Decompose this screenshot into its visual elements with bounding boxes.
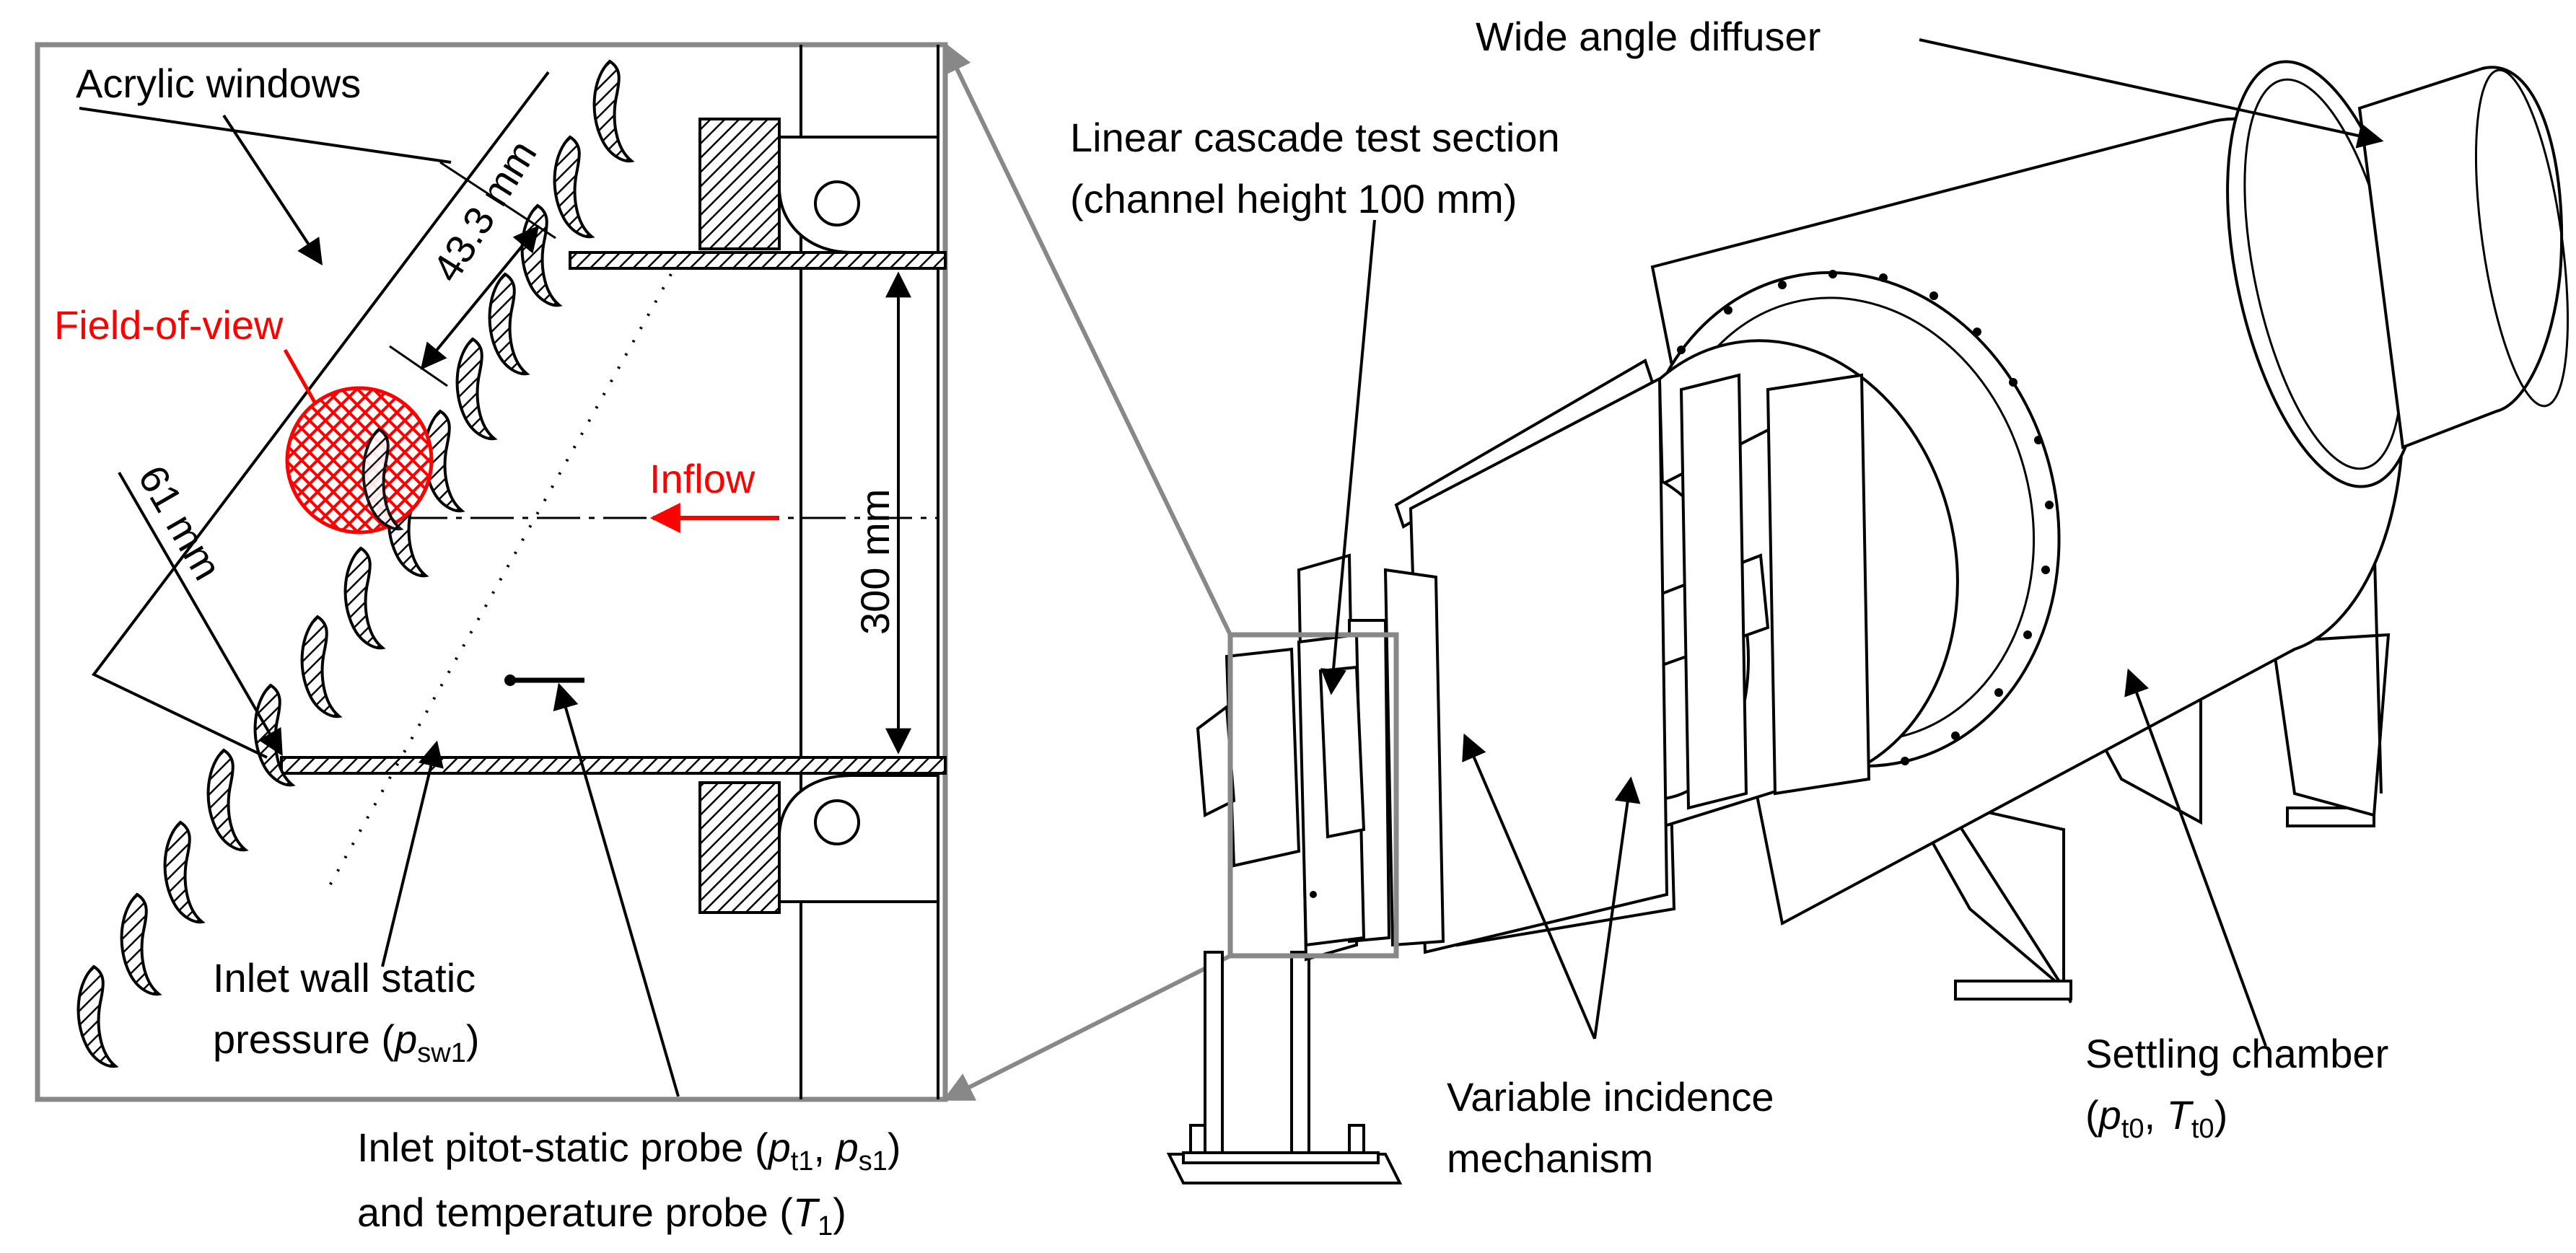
dim-300-label: 300 mm [852, 489, 898, 635]
inflow-label: Inflow [649, 456, 755, 501]
cascade-test-section [1196, 553, 1445, 962]
lower-wall [280, 756, 947, 775]
upper-flange-block [698, 118, 781, 250]
lower-pin [814, 799, 860, 845]
lower-bearing [778, 774, 939, 903]
cascade-label-line1: Linear cascade test section [1070, 115, 1560, 160]
probe-label-line1: Inlet pitot-static probe (pt1, ps1) [357, 1125, 901, 1177]
wall-static-leader [381, 740, 444, 967]
dim-43-line [420, 225, 540, 370]
field-of-view-circle [285, 386, 434, 535]
lower-flange-block [698, 781, 781, 914]
test-section-highlight [1227, 632, 1399, 959]
vim-label-line2: mechanism [1447, 1135, 1653, 1181]
wide-angle-diffuser [2357, 66, 2564, 449]
vim-leader-2 [1593, 776, 1641, 1039]
dim-61-line [118, 472, 283, 757]
field-of-view-label: Field-of-view [54, 302, 284, 348]
cascade-detail-inset: 300 mm Inflow Acrylic w [35, 42, 948, 1102]
diffuser-leader [1919, 38, 2384, 149]
wide-angle-diffuser-label: Wide angle diffuser [1476, 14, 1821, 59]
settling-leader [2124, 668, 2267, 1047]
connector-upper [943, 42, 1232, 636]
connector-lower [942, 954, 1232, 1102]
probe-leader [553, 682, 680, 1097]
upper-wall [569, 251, 947, 270]
cascade-leader [1320, 219, 1376, 695]
stacked-plate-2 [1409, 376, 1669, 954]
upper-pin [814, 180, 860, 227]
wall-static-label-line1: Inlet wall static [213, 955, 476, 1001]
cascade-label-line2: (channel height 100 mm) [1070, 176, 1517, 221]
pitot-probe-tip [504, 674, 516, 686]
acrylic-window-upper-edge [79, 107, 452, 164]
upper-bearing [778, 136, 939, 254]
wall-tap-line [323, 273, 673, 895]
settling-label-line1: Settling chamber [2085, 1031, 2388, 1076]
acrylic-window-outline [91, 71, 550, 759]
vim-label-line1: Variable incidence [1447, 1074, 1774, 1120]
settling-label-line2: (pt0, Tt0) [2085, 1092, 2227, 1144]
wall-static-label-line2: pressure (psw1) [213, 1016, 479, 1068]
dim-43-ext-2 [389, 345, 448, 387]
wind-tunnel-overview [1166, 38, 2570, 1184]
acrylic-windows-leader [222, 114, 323, 266]
probe-label-line2: and temperature probe (T1) [357, 1190, 846, 1241]
vim-leader-1 [1462, 733, 1596, 1039]
diffuser-outlet [2474, 69, 2570, 408]
test-section-stand [1166, 951, 1403, 1184]
acrylic-windows-label: Acrylic windows [76, 61, 361, 106]
